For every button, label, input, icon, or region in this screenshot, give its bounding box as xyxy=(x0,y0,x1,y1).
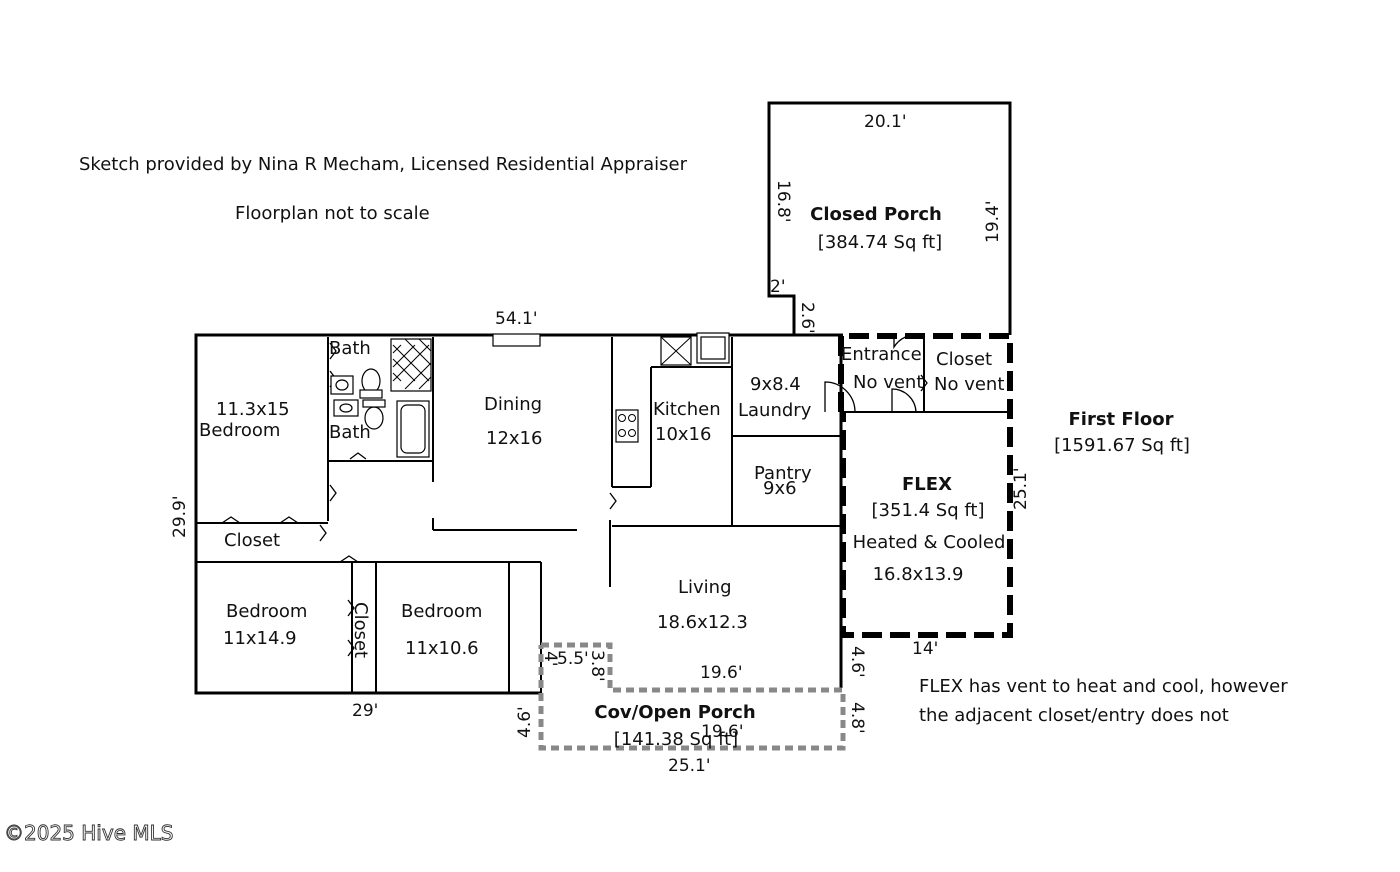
dim-porch-notch-right: 3.8' xyxy=(587,650,607,682)
fixtures xyxy=(330,332,730,458)
open-porch: 5.5' 4' 3.8' 19.6' 19.6' 25.1' 4.6' 4.6'… xyxy=(515,642,867,776)
dim-closed-porch-step: 2' xyxy=(770,277,786,297)
room-labels: Bath Bath 11.3x15 Bedroom Closet Bedroom… xyxy=(199,338,1004,659)
pantry-size: 9x6 xyxy=(763,478,797,499)
bedroom-2-label: Bedroom xyxy=(226,601,307,622)
bath-top-label: Bath xyxy=(329,338,371,359)
open-porch-area: [141.38 Sq ft] xyxy=(614,729,738,750)
dining-size: 12x16 xyxy=(486,428,542,449)
dim-closed-porch-drop: 2.6' xyxy=(797,302,817,334)
dim-closed-porch-left: 16.8' xyxy=(773,180,793,223)
hall-closet-label: Closet xyxy=(224,530,280,551)
credit-note: Sketch provided by Nina R Mecham, Licens… xyxy=(79,154,688,175)
dim-closed-porch-top: 20.1' xyxy=(864,112,907,132)
kitchen-size: 10x16 xyxy=(655,424,711,445)
bath-bottom-label: Bath xyxy=(329,422,371,443)
closed-porch-label: Closed Porch xyxy=(810,204,942,225)
laundry-size: 9x8.4 xyxy=(750,374,801,395)
dim-closed-porch-right: 19.4' xyxy=(983,200,1003,243)
dim-porch-top: 19.6' xyxy=(700,663,743,683)
dim-flex-bottom: 14' xyxy=(912,639,938,659)
flex-size: 16.8x13.9 xyxy=(873,564,964,585)
interior-walls xyxy=(196,337,1008,693)
bedroom-1-size: 11.3x15 xyxy=(216,399,290,420)
bedroom-closet-label: Closet xyxy=(350,602,371,658)
bedroom-3-size: 11x10.6 xyxy=(405,638,479,659)
scale-note: Floorplan not to scale xyxy=(235,203,430,224)
dim-porch-left: 4.6' xyxy=(515,706,535,738)
entry-closet-label: Closet xyxy=(936,349,992,370)
dim-porch-right: 4.8' xyxy=(847,702,867,734)
dim-porch-notch-width: 5.5' xyxy=(557,649,589,669)
living-label: Living xyxy=(678,577,732,598)
closed-porch-area: [384.74 Sq ft] xyxy=(818,232,942,253)
dim-porch-top-inner: 19.6' xyxy=(701,722,744,742)
entrance-label: Entrance xyxy=(841,344,922,365)
flex-note-line-2: the adjacent closet/entry does not xyxy=(919,705,1229,726)
open-porch-label: Cov/Open Porch xyxy=(594,702,755,723)
dim-porch-notch-left: 4' xyxy=(540,651,560,667)
toilet-icon xyxy=(361,368,381,394)
fireplace-icon xyxy=(492,333,541,347)
kitchen-label: Kitchen xyxy=(653,399,721,420)
entry-closet-vent-note: No vent xyxy=(934,374,1004,395)
dim-left-height: 29.9' xyxy=(170,495,190,538)
entrance-vent-note: No vent xyxy=(853,372,923,393)
dim-living-right: 4.6' xyxy=(847,646,867,678)
bedroom-2-size: 11x14.9 xyxy=(223,628,297,649)
dining-label: Dining xyxy=(484,394,542,415)
watermark: ©2025 Hive MLS xyxy=(4,821,173,845)
dim-flex-right: 25.1' xyxy=(1011,467,1031,510)
floor-name: First Floor xyxy=(1068,409,1173,430)
living-size: 18.6x12.3 xyxy=(657,612,748,633)
laundry-label: Laundry xyxy=(738,400,812,421)
flex-note-line-1: FLEX has vent to heat and cool, however xyxy=(919,676,1288,697)
house-outline: 54.1' 29.9' 29' xyxy=(170,309,843,721)
pantry-label: Pantry xyxy=(754,463,812,484)
dim-top-width: 54.1' xyxy=(495,309,538,329)
bedroom-3-label: Bedroom xyxy=(401,601,482,622)
flex-label: FLEX xyxy=(902,474,952,495)
flex-area-text: [351.4 Sq ft] xyxy=(872,500,985,521)
dim-bottom-width: 29' xyxy=(352,701,378,721)
closed-porch: 20.1' 16.8' 19.4' 2' 2.6' Closed Porch [… xyxy=(767,101,1012,335)
floor-area: [1591.67 Sq ft] xyxy=(1054,435,1190,456)
flex-heated-note: Heated & Cooled xyxy=(853,532,1006,553)
bedroom-1-label: Bedroom xyxy=(199,420,280,441)
stove-icon xyxy=(615,409,639,443)
flex-area: 25.1' 14' FLEX [351.4 Sq ft] Heated & Co… xyxy=(838,333,1031,659)
dim-porch-bottom: 25.1' xyxy=(668,756,711,776)
